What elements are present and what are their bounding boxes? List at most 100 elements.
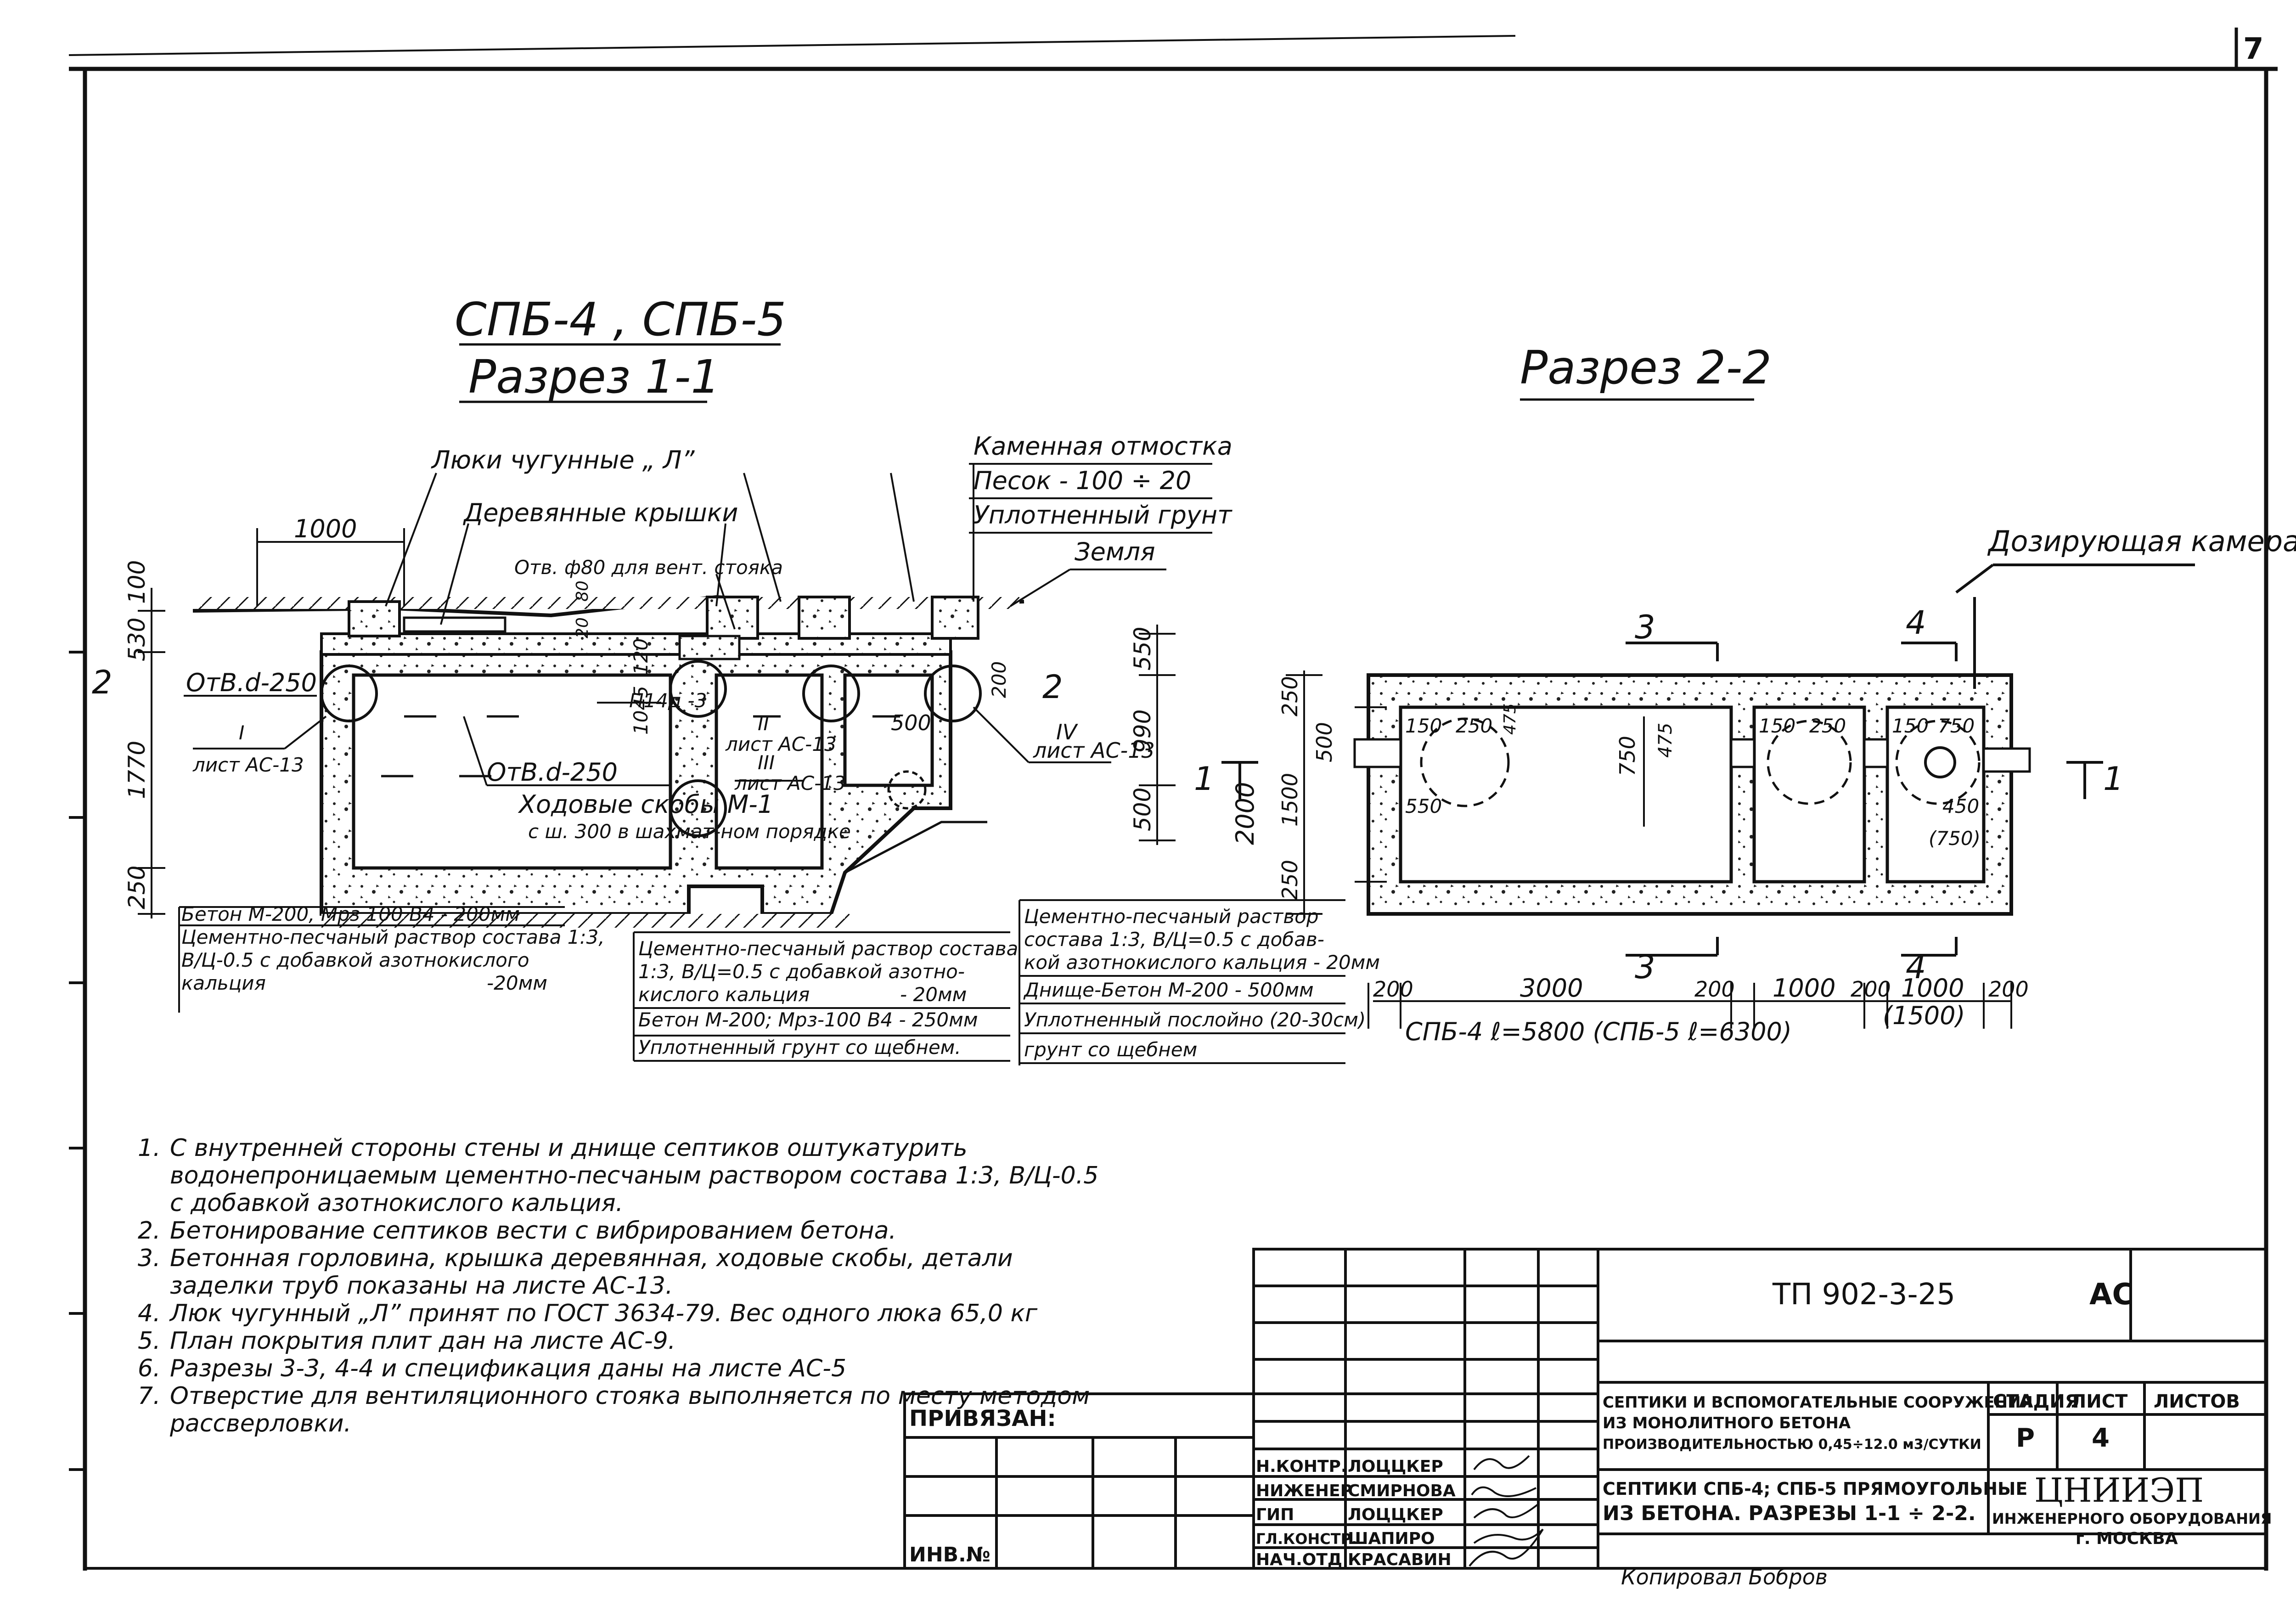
- bottom-dim-1000b: 1000: [1901, 974, 1964, 1003]
- tb-stage: Р: [2016, 1423, 2035, 1453]
- label-steps-pitch: с ш. 300 в шахмат-ном порядке: [528, 820, 851, 843]
- cut-3-top: 3: [1635, 608, 1655, 646]
- callout-a-line4: кальция: [181, 972, 266, 994]
- bottom-dim-1500: (1500): [1883, 1001, 1965, 1030]
- cut-1-right: 1: [2103, 760, 2124, 798]
- tb-role-1: Н.КОНТР.: [1256, 1457, 1347, 1476]
- tb-desc-line2: ИЗ МОНОЛИТНОГО БЕТОНА: [1603, 1414, 1851, 1432]
- note-4: 4.Люк чугунный „Л” принят по ГОСТ 3634-7…: [138, 1300, 1038, 1327]
- label-stone-paving: Каменная отмостка: [974, 432, 1232, 461]
- plan-dim-750: 750: [1615, 736, 1640, 776]
- tb-name-2: СМИРНОВА: [1348, 1482, 1456, 1500]
- cut-mark-left: 2: [92, 664, 113, 701]
- neck-2: [706, 596, 759, 640]
- tb-name-3: ЛОЦЦКЕР: [1348, 1505, 1443, 1524]
- node-IV-label: IV: [1056, 720, 1079, 744]
- tb-org-line1: ЦНИИЭП: [2034, 1471, 2204, 1510]
- label-compacted-soil: Уплотненный грунт: [974, 501, 1232, 530]
- signatures: [1469, 1455, 1544, 1567]
- tb-desc-line1: СЕПТИКИ И ВСПОМОГАТЕЛЬНЫЕ СООРУЖЕНИЯ: [1603, 1393, 2033, 1412]
- right-dim-550: 550: [1129, 627, 1156, 670]
- plan-dim-250a-top: 250: [1456, 715, 1492, 737]
- label-steps: Ходовые скобы М-1: [518, 790, 773, 819]
- bottom-dim-3000: 3000: [1520, 974, 1583, 1003]
- section-1-title-line1: СПБ-4 , СПБ-5: [455, 293, 786, 346]
- callout-b-line3: кислого кальция: [638, 983, 810, 1006]
- tb-stage-header: СТАДИЯ: [1993, 1391, 2079, 1412]
- callout-c-line3: кой азотнокислого кальция - 20мм: [1024, 951, 1380, 974]
- callout-a-line2: Цементно-песчаный раствор состава 1:3,: [181, 926, 605, 948]
- node-II-ref: лист АС-13: [725, 733, 837, 755]
- node-III-ref: лист АС-13: [734, 772, 846, 794]
- label-dosing-chamber: Дозирующая камера: [1987, 524, 2296, 558]
- tb-desc-line3: ПРОИЗВОДИТЕЛЬНОСТЬЮ 0,45÷12.0 м3/СУТКИ: [1603, 1437, 1981, 1453]
- callout-b-line1: Цементно-песчаный раствор состава: [638, 937, 1018, 960]
- tb-name-1: ЛОЦЦКЕР: [1348, 1457, 1443, 1476]
- tb-sheet-header: ЛИСТ: [2071, 1391, 2128, 1412]
- margin-ticks: [69, 651, 85, 1471]
- cut-4-bottom: 4: [1906, 948, 1926, 986]
- left-dim-1770: 1770: [124, 741, 150, 799]
- plan-dim-550: 550: [1405, 795, 1442, 817]
- plan-dim-500: 500: [1312, 722, 1337, 762]
- section-1-title-line2: Разрез 1-1: [468, 350, 720, 404]
- neck-3: [798, 596, 851, 640]
- tb-org-line2: ИНЖЕНЕРНОГО ОБОРУДОВАНИЯ: [1992, 1510, 2272, 1527]
- label-wooden-covers: Деревянные крышки: [463, 498, 738, 527]
- title-block: [903, 1248, 2268, 1570]
- tb-privyazan: ПРИВЯЗАН:: [909, 1406, 1056, 1431]
- bottom-dim-200b: 200: [1694, 977, 1735, 1002]
- section-2-title: Разрез 2-2: [1520, 341, 1772, 394]
- label-sand: Песок - 100 ÷ 20: [974, 466, 1191, 495]
- node-II-label: II: [758, 712, 769, 735]
- callout-b-line4: Бетон М-200; Мрз-100 В4 - 250мм: [638, 1008, 978, 1031]
- callout-c-line2: состава 1:3, В/Ц=0.5 с добав-: [1024, 928, 1324, 951]
- plan-dim-250b: 250: [1277, 860, 1302, 900]
- right-dim-990: 990: [1129, 710, 1156, 753]
- note-7: 7.Отверстие для вентиляционного стояка в…: [138, 1382, 1090, 1437]
- plan-chamber-1: [1399, 705, 1733, 884]
- plan-dim-475a: 475: [1501, 703, 1519, 735]
- node-IV-ref: лист АС-13: [1033, 738, 1155, 763]
- left-dim-250: 250: [124, 866, 150, 909]
- plan-dim-150b: 150: [1759, 715, 1795, 737]
- mid-dim-200: 200: [988, 661, 1010, 698]
- cut-3-bottom: 3: [1635, 948, 1655, 986]
- callout-c-line5: Уплотненный послойно (20-30см): [1024, 1008, 1366, 1031]
- note-2: 2.Бетонирование септиков вести с вибриро…: [138, 1217, 896, 1245]
- chamber-1: [352, 673, 672, 870]
- plan-dim-150c: 150: [1892, 715, 1929, 737]
- note-3: 3.Бетонная горловина, крышка деревянная,…: [138, 1245, 1013, 1300]
- section-1-1: СПБ-4 , СПБ-5 Разрез 1-1: [92, 293, 1380, 1065]
- cut-1-left: 1: [1194, 760, 1215, 798]
- bottom-dim-200d: 200: [1988, 977, 2029, 1002]
- plan-dim-250b-top: 250: [1809, 715, 1846, 737]
- tb-sheet: 4: [2092, 1423, 2110, 1453]
- node-I-ref: лист АС-13: [192, 754, 304, 776]
- callout-a-line4-value: -20мм: [487, 972, 547, 994]
- node-I-circle: [320, 665, 378, 722]
- mid-dim-1045: 1045: [630, 686, 652, 735]
- plan-dim-2000: 2000: [1231, 782, 1260, 845]
- bottom-dim-200c: 200: [1851, 977, 1891, 1002]
- plan-dim-1500: 1500: [1277, 773, 1302, 827]
- tb-name-4: ШАПИРО: [1348, 1529, 1435, 1548]
- cut-4-top: 4: [1906, 604, 1926, 642]
- node-pipe-circle: [669, 779, 727, 837]
- dim-1000: 1000: [294, 514, 357, 543]
- plan-dim-250a: 250: [1277, 676, 1302, 716]
- tb-role-2: НИЖЕНЕР: [1256, 1482, 1352, 1500]
- tb-sheet-title-line2: ИЗ БЕТОНА. РАЗРЕЗЫ 1-1 ÷ 2-2.: [1603, 1502, 1976, 1525]
- label-hole-250-b: ОтВ.d-250: [487, 758, 618, 787]
- callout-a-line3: В/Ц-0.5 с добавкой азотнокислого: [181, 949, 529, 971]
- label-hole-250-a: ОтВ.d-250: [186, 668, 317, 697]
- label-earth: Земля: [1075, 537, 1155, 566]
- cut-mark-right: 2: [1042, 668, 1063, 706]
- left-dim-530: 530: [124, 618, 150, 661]
- callout-b-line2: 1:3, В/Ц=0.5 с добавкой азотно-: [638, 960, 965, 983]
- bottom-dim-1000a: 1000: [1773, 974, 1835, 1003]
- node-II-circle: [669, 660, 727, 718]
- plan-dim-450: 450: [1942, 795, 1979, 817]
- tb-role-4: ГЛ.КОНСТР.: [1256, 1530, 1357, 1548]
